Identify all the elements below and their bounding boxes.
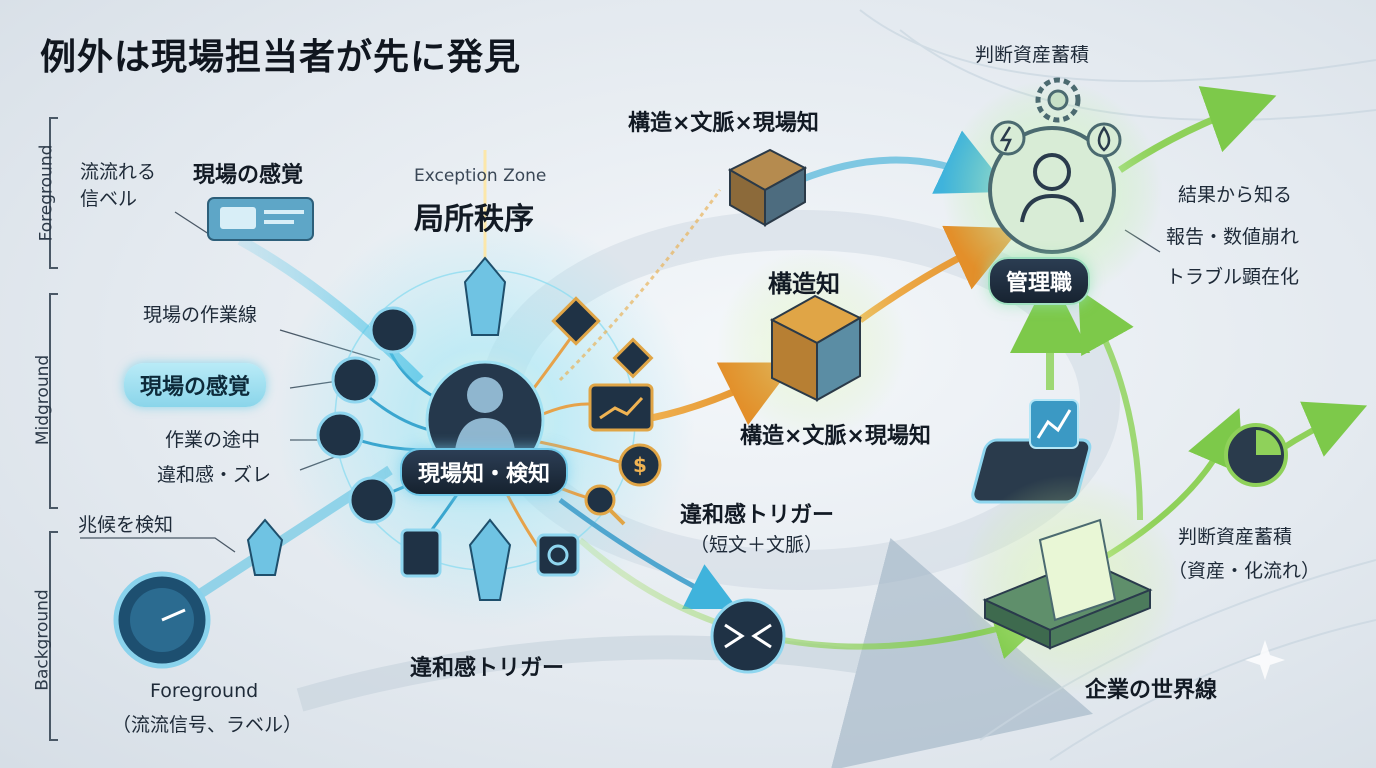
document-icon (982, 518, 1153, 650)
iwakan-trigger-sub: （短文＋文脈） (690, 534, 824, 556)
flow-label-line1: 流流れる (80, 161, 157, 183)
trigger-bottom-label: 違和感トリガー (410, 656, 565, 681)
fg-caption-line2: （流流信号、ラベル） (112, 714, 303, 736)
exception-zone-label: Exception Zone (414, 166, 547, 186)
top-structure-label: 構造×文脈×現場知 (628, 111, 819, 136)
layer-foreground-label: Foreground (36, 144, 57, 242)
asset-bottom-sub: （資産・化流れ） (1168, 560, 1321, 582)
layer-background-label: Background (32, 589, 53, 691)
box-icon (727, 148, 808, 227)
dollar-icon: $ (618, 443, 662, 487)
pie-icon (1224, 423, 1288, 487)
drop-icon (1086, 122, 1122, 158)
lightning-icon (990, 120, 1026, 156)
hub-label: 現場知・検知 (400, 448, 569, 496)
crystal-icon (246, 256, 512, 601)
svg-text:$: $ (633, 453, 647, 477)
label-card-icon (207, 197, 314, 241)
diamond-icon (551, 296, 654, 379)
asset-bottom-label: 判断資産蓄積 (1178, 526, 1293, 548)
gauge-icon (331, 356, 379, 404)
box-icon (717, 250, 907, 440)
iwakan-trigger-label: 違和感トリガー (680, 503, 835, 528)
kyokusho-chitsujo-label: 局所秩序 (414, 202, 534, 237)
structure-caption: 構造×文脈×現場知 (740, 424, 931, 449)
choukou-label: 兆候を検知 (78, 514, 174, 536)
sagyousen-label: 現場の作業線 (143, 304, 258, 326)
gear-icon (1035, 77, 1081, 123)
asset-top-label: 判断資産蓄積 (975, 44, 1090, 66)
genba-kankaku-pill: 現場の感覚 (124, 363, 267, 407)
layer-midground-label: Midground (33, 354, 54, 446)
result-label-3: トラブル顕在化 (1166, 266, 1300, 288)
worldline-label: 企業の世界線 (1085, 678, 1218, 703)
gauge-icon (316, 411, 364, 459)
chart-monitor-icon (588, 383, 654, 432)
fg-caption-line1: Foreground (150, 680, 259, 702)
gauge-icon (369, 306, 417, 354)
iwakan-zure-label: 違和感・ズレ (157, 464, 272, 486)
genba-kankaku-heading: 現場の感覚 (193, 163, 304, 188)
fan-icon (348, 476, 396, 524)
arrows-converge-icon (710, 598, 786, 674)
result-label-1: 結果から知る (1178, 184, 1293, 206)
magnifier-icon (584, 484, 626, 526)
page-title: 例外は現場担当者が先に発見 (40, 37, 522, 78)
result-label-2: 報告・数値崩れ (1166, 226, 1300, 248)
manager-label: 管理職 (988, 257, 1091, 305)
gauge-icon (113, 571, 211, 669)
person-icon (988, 126, 1116, 254)
document-icon (400, 528, 580, 578)
structure-knowledge-label: 構造知 (768, 270, 840, 298)
sagyou-tochuu-label: 作業の途中 (165, 429, 261, 451)
flow-label-line2: 信ベル (80, 188, 138, 210)
